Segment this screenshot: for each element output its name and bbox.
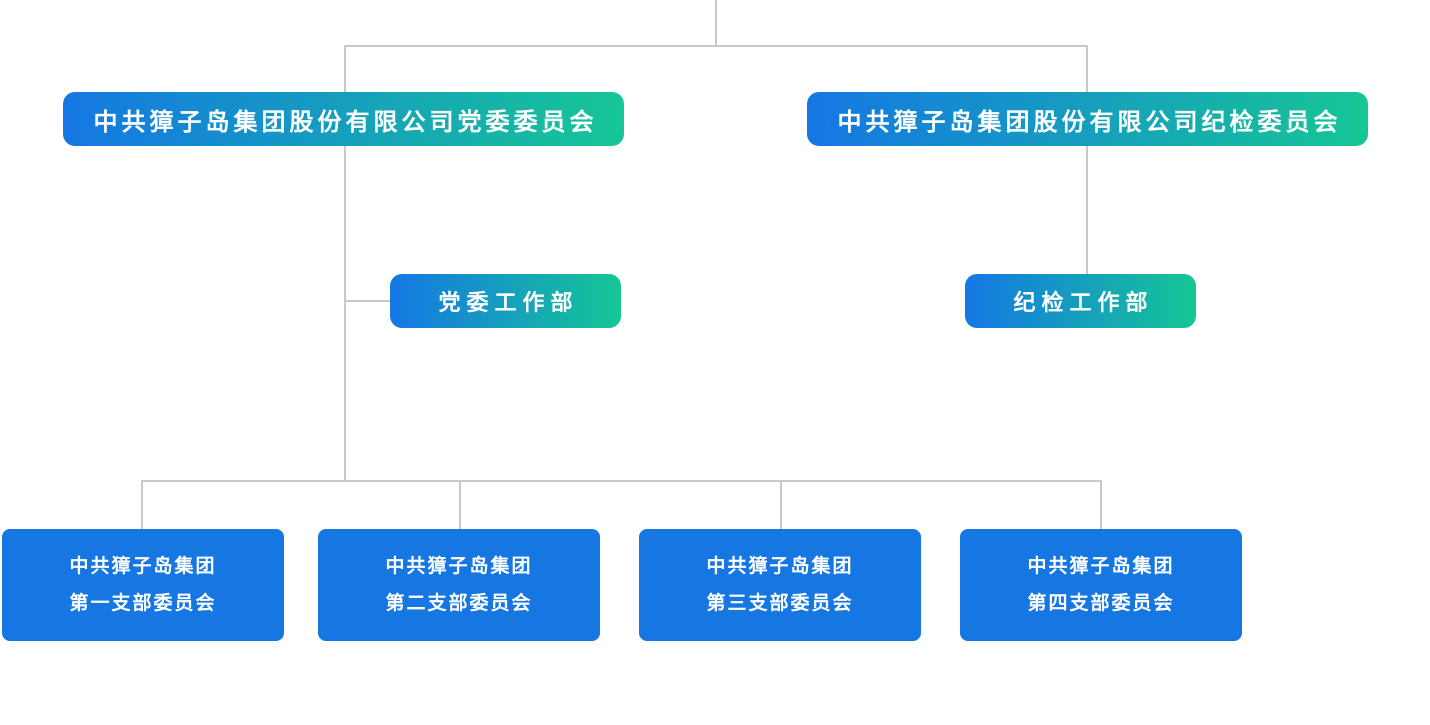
node-branch-2-line2: 第二支部委员会 bbox=[385, 593, 533, 614]
node-branch-3-line2: 第三支部委员会 bbox=[706, 593, 854, 614]
node-branch-4-line1: 中共獐子岛集团 bbox=[1027, 556, 1175, 577]
connector-branch-party-work-dept bbox=[344, 300, 392, 302]
connector-drop-branch-2 bbox=[459, 480, 461, 530]
node-branch-committee-2: 中共獐子岛集团 第二支部委员会 bbox=[318, 529, 600, 641]
connector-bottom-horizontal-bus bbox=[141, 480, 1102, 482]
node-branch-1-line1: 中共獐子岛集团 bbox=[69, 556, 217, 577]
connector-drop-branch-3 bbox=[780, 480, 782, 530]
connector-drop-party-committee bbox=[344, 45, 346, 93]
connector-drop-discipline-work-dept bbox=[1086, 146, 1088, 275]
node-branch-2-line1: 中共獐子岛集团 bbox=[385, 556, 533, 577]
node-discipline-committee: 中共獐子岛集团股份有限公司纪检委员会 bbox=[807, 92, 1368, 146]
connector-top-horizontal-bus bbox=[344, 45, 1088, 47]
connector-drop-branch-4 bbox=[1100, 480, 1102, 530]
node-discipline-work-department: 纪检工作部 bbox=[965, 274, 1196, 328]
node-party-committee: 中共獐子岛集团股份有限公司党委委员会 bbox=[63, 92, 624, 146]
node-discipline-committee-label: 中共獐子岛集团股份有限公司纪检委员会 bbox=[837, 108, 1342, 136]
node-discipline-work-department-label: 纪检工作部 bbox=[1013, 290, 1154, 315]
node-branch-1-line2: 第一支部委员会 bbox=[69, 593, 217, 614]
node-party-committee-label: 中共獐子岛集团股份有限公司党委委员会 bbox=[93, 108, 598, 136]
node-party-work-department: 党委工作部 bbox=[390, 274, 621, 328]
node-branch-3-line1: 中共獐子岛集团 bbox=[706, 556, 854, 577]
connector-parent-stub bbox=[715, 0, 717, 47]
node-party-work-department-label: 党委工作部 bbox=[438, 290, 579, 315]
connector-drop-discipline-committee bbox=[1086, 45, 1088, 93]
node-branch-committee-1: 中共獐子岛集团 第一支部委员会 bbox=[2, 529, 284, 641]
node-branch-committee-4: 中共獐子岛集团 第四支部委员会 bbox=[960, 529, 1242, 641]
connector-drop-branch-1 bbox=[141, 480, 143, 530]
node-branch-committee-3: 中共獐子岛集团 第三支部委员会 bbox=[639, 529, 921, 641]
node-branch-4-line2: 第四支部委员会 bbox=[1027, 593, 1175, 614]
connector-party-committee-trunk bbox=[344, 146, 346, 482]
